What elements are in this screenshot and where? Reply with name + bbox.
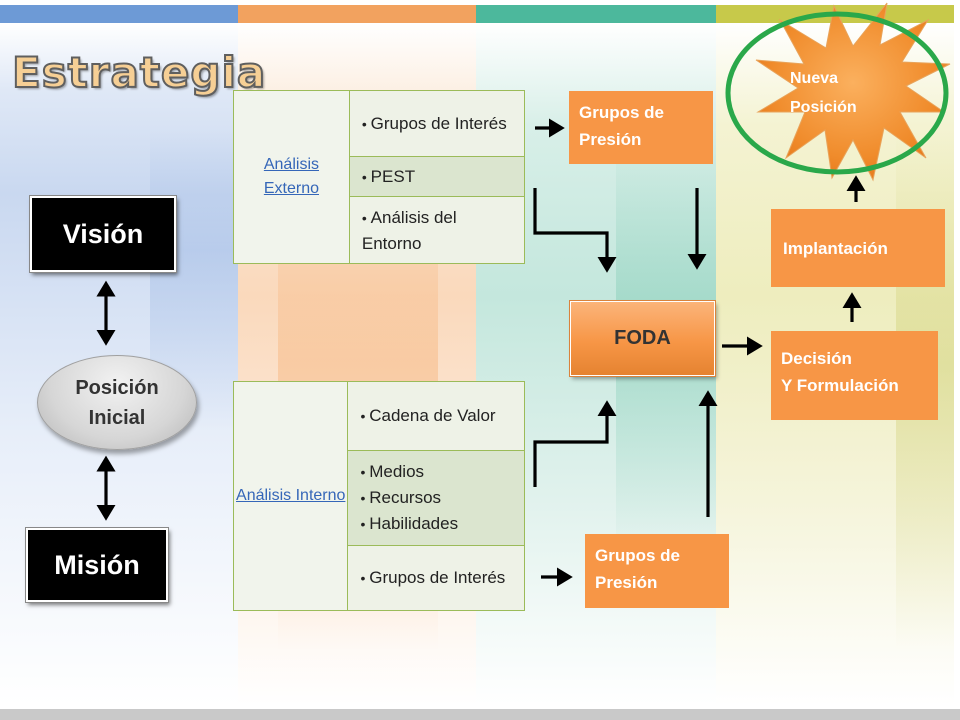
implantacion-box: Implantación	[771, 209, 945, 287]
analisis-interno-table: Análisis Interno Cadena de Valor Medios …	[232, 381, 525, 611]
arrow-interno-foda	[533, 400, 617, 487]
interno-row: Cadena de Valor	[347, 381, 525, 451]
foda-label: FODA	[614, 327, 671, 349]
externo-row: Grupos de Interés	[348, 90, 526, 157]
page-title: Estrategia	[11, 47, 267, 98]
mision-label: Misión	[54, 549, 140, 580]
externo-row: Análisis del Entorno	[348, 196, 526, 264]
interno-row: Medios Recursos Habilidades	[347, 450, 525, 546]
analisis-externo-heading[interactable]: Análisis Externo	[233, 90, 350, 264]
analisis-interno-heading[interactable]: Análisis Interno	[232, 381, 349, 611]
nueva-posicion-ring	[725, 11, 949, 175]
decision-label: Decisión Y Formulación	[781, 349, 899, 395]
grupos-presion-top-label: Grupos de Presión	[579, 103, 665, 149]
arrow-externo-foda	[533, 188, 617, 273]
grupos-presion-bottom-box: Grupos de Presión	[585, 534, 729, 608]
top-bar-teal	[476, 5, 716, 23]
nueva-posicion-label: Nueva Posición	[790, 70, 857, 116]
bottom-strip	[0, 709, 960, 720]
interno-row: Grupos de Interés	[347, 545, 525, 611]
nueva-posicion-star	[755, 2, 951, 182]
grupos-presion-top-box: Grupos de Presión	[569, 91, 713, 164]
top-bar-blue	[0, 5, 238, 23]
implantacion-label: Implantación	[783, 238, 888, 258]
posicion-inicial-label: Posición Inicial	[75, 376, 159, 429]
decision-box: Decisión Y Formulación	[771, 331, 938, 420]
mision-box: Misión	[26, 528, 168, 602]
posicion-inicial-ellipse: Posición Inicial	[37, 355, 197, 450]
foda-box: FODA	[570, 301, 715, 376]
vision-label: Visión	[62, 218, 144, 249]
externo-row: PEST	[348, 156, 526, 197]
top-bar-orange	[238, 5, 476, 23]
vision-box: Visión	[30, 196, 176, 272]
analisis-externo-table: Análisis Externo Grupos de Interés PEST …	[233, 90, 526, 264]
grupos-presion-bottom-label: Grupos de Presión	[595, 546, 681, 592]
